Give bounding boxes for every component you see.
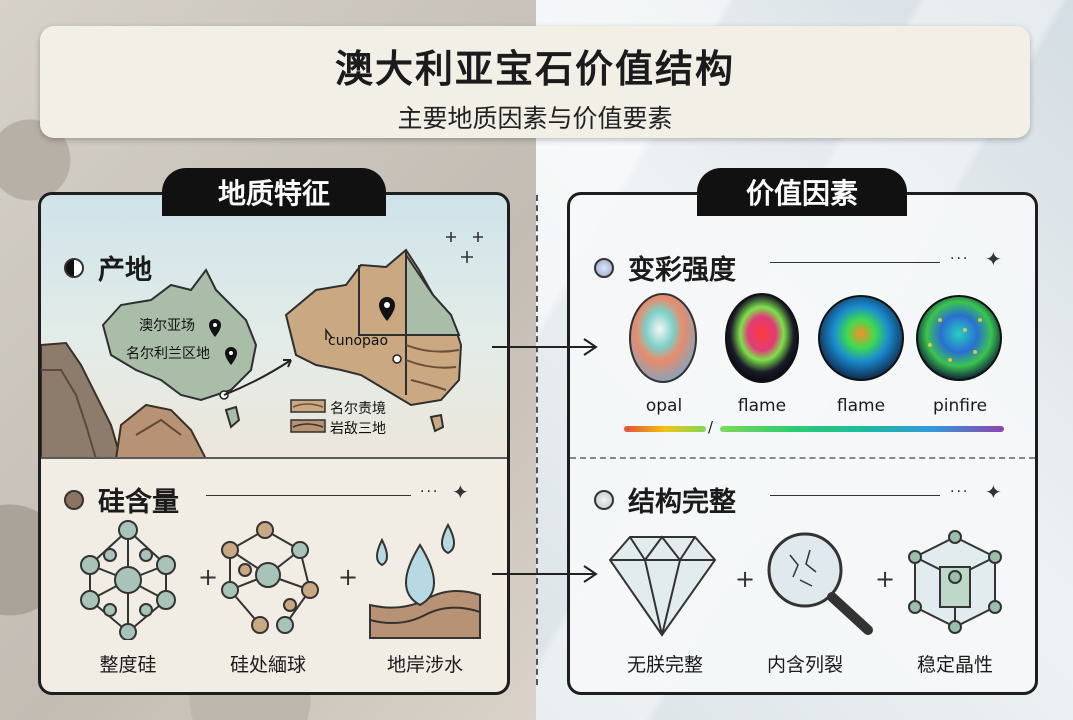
value-heading: 价值因素 [697,168,907,216]
map-illustration [41,232,483,460]
origin-title: 产地 [64,248,152,287]
svg-text:+: + [338,563,358,591]
structure-caption-1: 无朕完整 [626,654,703,676]
arrow-silica-to-structure [492,565,598,583]
svg-text:+: + [735,565,755,593]
sparkle-icon: ✦ [452,480,469,504]
section-divider [41,457,507,459]
silica-caption-3: 地岸涉水 [386,654,463,676]
silica-caption-1: 整度硅 [99,654,157,676]
origin-section-bg [41,195,507,460]
opal-row [629,293,1002,383]
bullet-icon [594,489,614,510]
spectrum-separator: / [708,418,714,436]
structure-icons: + + [608,530,1002,637]
legend-label-2: 岩敌三地 [330,421,386,437]
map-label: cunopao [328,333,389,349]
play-of-color-title: 变彩强度 [594,248,736,287]
section-rule [770,262,940,263]
ellipsis-icon: ··· [420,484,440,500]
bullet-icon [64,489,84,510]
arrow-origin-to-color [492,338,598,356]
bullet-icon [64,257,84,278]
silica-caption-2: 硅处緬球 [229,654,306,676]
section-divider [570,457,1035,459]
pin-label-1: 澳尔亚场 [139,318,195,334]
svg-text:+: + [875,565,895,593]
ellipsis-icon: ··· [950,251,970,267]
pin-label-2: 名尔利兰区地 [126,346,210,362]
structure-title-text: 结构完整 [628,487,736,518]
opal-label-3: flame [836,396,886,416]
bullet-icon [594,257,614,278]
section-rule [770,495,940,496]
sparkle-icon: ✦ [985,247,1002,271]
opal-label-4: pinfire [932,396,988,416]
legend-label-1: 名尔责境 [330,401,386,417]
structure-caption-2: 内含列裂 [766,654,843,676]
structure-title: 结构完整 [594,480,736,519]
silica-icons: + + [80,520,481,640]
spectrum-bar-short [624,426,706,432]
silica-title: 硅含量 [64,480,179,519]
origin-title-text: 产地 [98,255,152,286]
ellipsis-icon: ··· [950,484,970,500]
play-of-color-title-text: 变彩强度 [628,255,736,286]
geology-heading: 地质特征 [162,168,386,216]
title-card: 澳大利亚宝石价值结构 主要地质因素与价值要素 [40,26,1030,138]
spectrum-bar-long [720,426,1004,432]
section-rule [206,495,411,496]
silica-title-text: 硅含量 [98,487,179,518]
opal-label-2: flame [737,396,787,416]
structure-caption-3: 稳定晶性 [916,654,993,676]
svg-text:+: + [198,563,218,591]
page-subtitle: 主要地质因素与价值要素 [397,104,673,133]
sparkle-icon: ✦ [985,480,1002,504]
center-divider [536,195,538,685]
page-title: 澳大利亚宝石价值结构 [334,47,735,91]
opal-label-1: opal [645,396,683,416]
